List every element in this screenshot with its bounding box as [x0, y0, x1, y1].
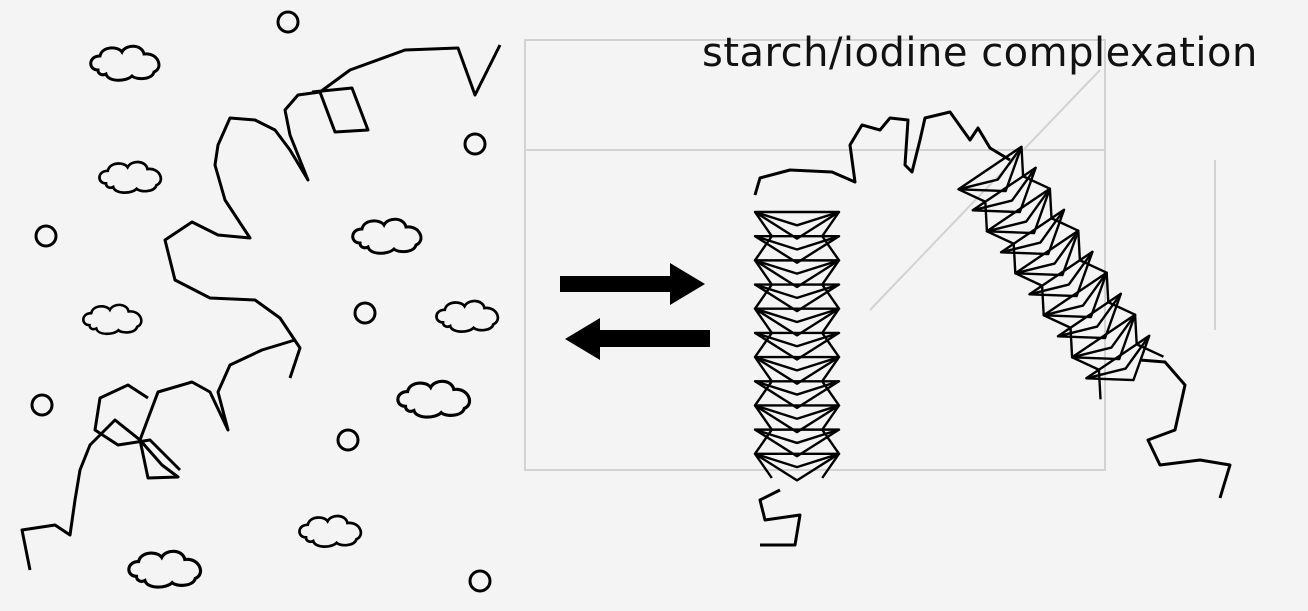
- iodine-cloud: [91, 46, 159, 80]
- iodine-cloud: [398, 381, 470, 417]
- iodine-cloud: [83, 305, 141, 334]
- reverse-arrow: [565, 318, 710, 360]
- free-starch-chain-lower: [22, 340, 295, 570]
- starch-helix-1: [755, 212, 839, 480]
- iodine-circle: [470, 571, 490, 591]
- iodine-circle: [465, 134, 485, 154]
- iodine-circle: [338, 430, 358, 450]
- iodine-circle: [36, 226, 56, 246]
- equilibrium-arrows: [560, 263, 710, 360]
- iodine-cloud: [436, 301, 497, 332]
- free-iodine-clouds: [83, 46, 498, 587]
- iodine-cloud: [129, 551, 201, 587]
- iodine-cloud: [353, 219, 421, 253]
- iodine-circle: [278, 12, 298, 32]
- iodine-cloud: [99, 162, 160, 193]
- forward-arrow: [560, 263, 705, 305]
- iodine-circle: [32, 395, 52, 415]
- iodine-circle: [355, 303, 375, 323]
- free-iodine-circles: [32, 12, 490, 591]
- iodine-cloud: [299, 516, 360, 547]
- diagram-title: starch/iodine complexation: [702, 30, 1258, 76]
- background-artifacts: [525, 40, 1215, 470]
